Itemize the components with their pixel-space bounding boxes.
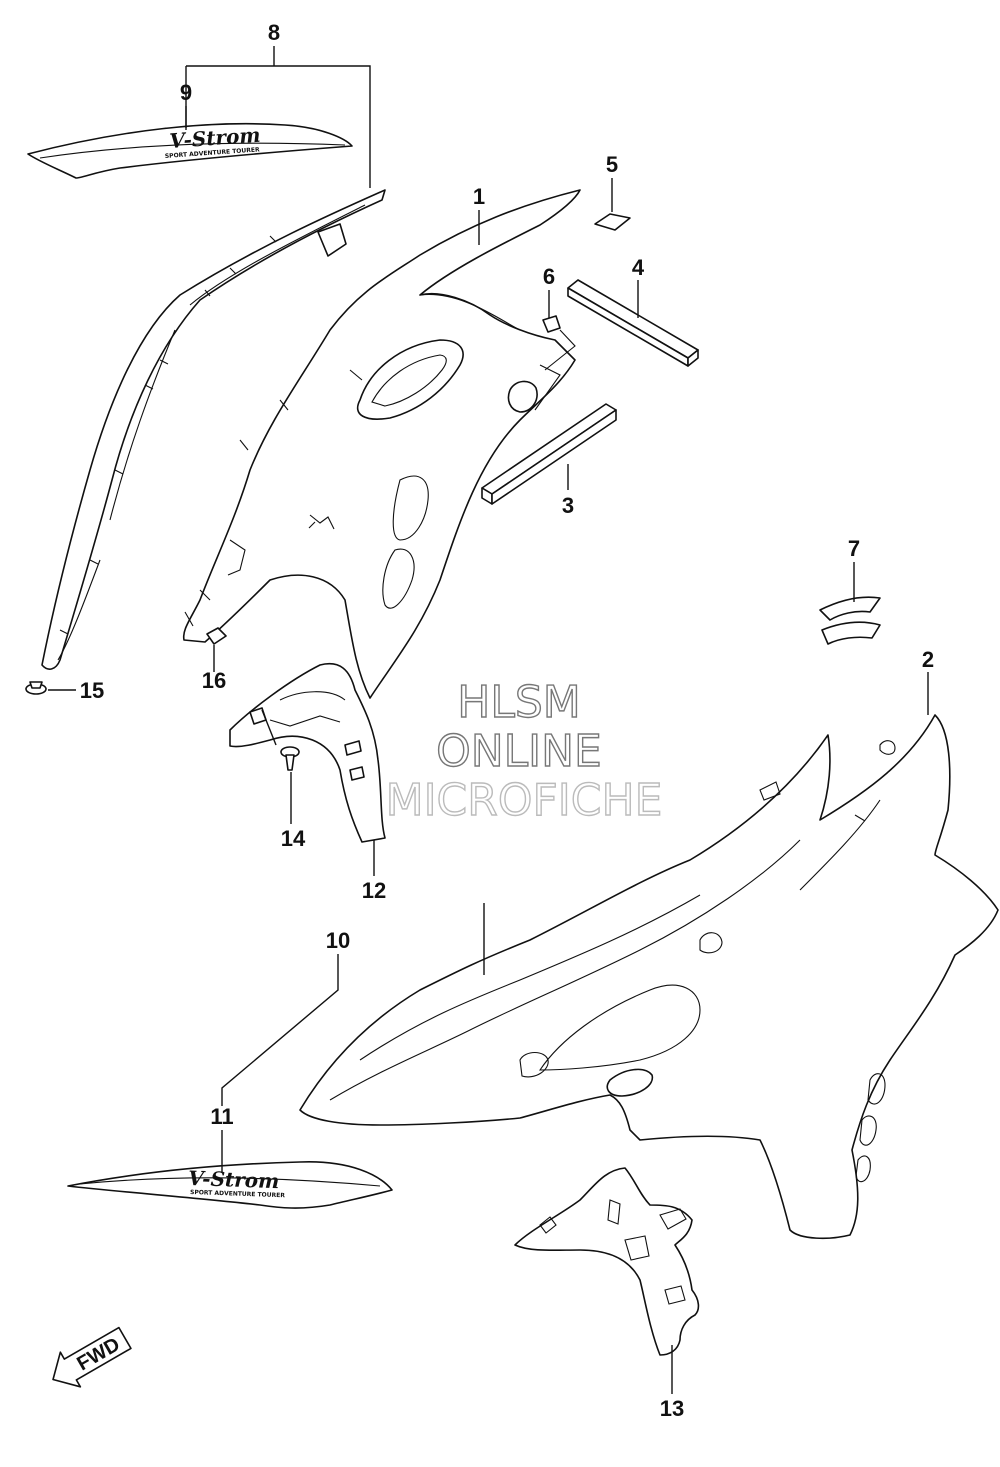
decal-lower-tagline: SPORT ADVENTURE TOURER bbox=[190, 1189, 285, 1199]
part-9-decal-upper: V-Strom SPORT ADVENTURE TOURER bbox=[27, 123, 353, 179]
callout-4: 4 bbox=[632, 255, 645, 280]
callout-12: 12 bbox=[362, 878, 386, 903]
callout-8: 8 bbox=[268, 20, 280, 45]
watermark-line-1: HLSM bbox=[457, 677, 581, 728]
callout-2: 2 bbox=[922, 647, 934, 672]
watermark-line-3: MICROFICHE bbox=[386, 775, 663, 826]
callout-5: 5 bbox=[606, 152, 618, 177]
part-2-side-cover bbox=[299, 714, 999, 1240]
callout-15: 15 bbox=[80, 678, 104, 703]
callout-13: 13 bbox=[660, 1396, 684, 1421]
part-7-emblem bbox=[819, 596, 881, 645]
callout-numbers: 8 9 1 5 4 6 3 7 2 16 15 14 12 10 11 13 bbox=[80, 20, 934, 1421]
fwd-arrow: FWD bbox=[52, 1326, 132, 1388]
part-6-clip bbox=[542, 315, 576, 371]
part-5-pad bbox=[594, 213, 631, 231]
callout-6: 6 bbox=[543, 264, 555, 289]
part-16-nut bbox=[206, 627, 227, 645]
watermark: HLSM ONLINE MICROFICHE bbox=[385, 676, 663, 826]
watermark-line-2: ONLINE bbox=[436, 726, 602, 777]
part-13-bracket bbox=[514, 1167, 700, 1356]
decal-lower-brand: V-Strom bbox=[188, 1166, 280, 1193]
part-14-screw bbox=[261, 709, 300, 771]
part-1-inner-side-cover bbox=[182, 189, 581, 699]
leader-lines bbox=[48, 46, 929, 1394]
part-12-lower-panel bbox=[229, 663, 386, 843]
callout-3: 3 bbox=[562, 493, 574, 518]
callout-9: 9 bbox=[180, 80, 192, 105]
callout-1: 1 bbox=[473, 184, 485, 209]
part-15-screw bbox=[25, 681, 47, 695]
callout-11: 11 bbox=[210, 1104, 233, 1129]
callout-16: 16 bbox=[202, 668, 226, 693]
part-3-foam-strip bbox=[481, 403, 617, 505]
part-4-foam-strip bbox=[567, 279, 699, 367]
callout-14: 14 bbox=[281, 826, 306, 851]
part-11-decal-lower: V-Strom SPORT ADVENTURE TOURER bbox=[67, 1161, 393, 1209]
callout-7: 7 bbox=[848, 536, 860, 561]
callout-10: 10 bbox=[326, 928, 350, 953]
part-8-left-cover-strip bbox=[41, 189, 386, 670]
